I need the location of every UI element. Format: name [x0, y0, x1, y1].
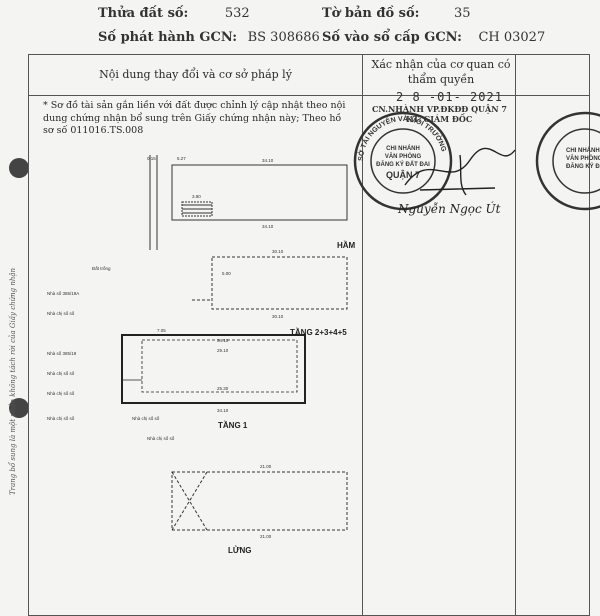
seal-line-4: QUẬN 7 [386, 169, 420, 180]
changes-column-header: Nội dung thay đổi và cơ sở pháp lý [99, 68, 292, 81]
side-note: Trang bổ sung là một phần không tách rời… [9, 267, 17, 495]
svg-text:34.10: 34.10 [217, 408, 229, 413]
registry-number-label: Số vào sổ cấp GCN: [322, 30, 462, 45]
svg-text:25.30: 25.30 [217, 386, 229, 391]
map-sheet-value: 35 [453, 6, 471, 21]
partial-seal-line-2: VĂN PHÒNG [566, 154, 600, 162]
svg-text:Nhà số 385/19A: Nhà số 385/19A [47, 291, 79, 296]
map-sheet-field: Tờ bản đồ số: 35 [322, 6, 471, 21]
svg-text:Nhà chị số số: Nhà chị số số [147, 436, 175, 441]
upper-floors-plan [192, 256, 348, 310]
basement-plan [149, 155, 348, 250]
svg-text:3.80: 3.80 [192, 194, 201, 199]
partial-seal-right: CHI NHÁNH VĂN PHÒNG ĐĂNG KÝ ĐẤT ĐAI [535, 111, 600, 211]
svg-text:Nhà chị số số: Nhà chị số số [47, 416, 75, 421]
signature-scribble [404, 147, 516, 196]
issue-number-label: Số phát hành GCN: [98, 30, 238, 45]
svg-text:34.10: 34.10 [262, 224, 274, 229]
svg-text:Nhà chị số số: Nhà chị số số [47, 371, 75, 376]
svg-text:30.10: 30.10 [272, 249, 284, 254]
column-divider [362, 55, 363, 615]
parcel-number-value: 532 [224, 6, 250, 21]
registry-number-value: CH 03027 [478, 30, 546, 45]
right-column-divider [515, 55, 516, 615]
floor-plan-drawing: 0.15 5.27 34.10 34.10 3.80 HẦM 30.10 30.… [47, 155, 356, 555]
label-lung: LỬNG [228, 546, 252, 555]
svg-text:21.00: 21.00 [260, 534, 272, 539]
certification-date: 2 8 -01- 2021 [396, 90, 503, 104]
office-seal: SỞ TÀI NGUYÊN VÀ MÔI TRƯỜNG CHI NHÁNH VĂ… [353, 111, 453, 211]
ground-floor-plan [121, 334, 306, 404]
seal-line-2: VĂN PHÒNG [385, 152, 422, 160]
svg-text:5.27: 5.27 [177, 156, 186, 161]
svg-text:30.10: 30.10 [272, 314, 284, 319]
map-sheet-label: Tờ bản đồ số: [322, 6, 420, 21]
label-ham: HẦM [337, 240, 356, 250]
punch-hole-top [9, 158, 29, 178]
svg-text:7.05: 7.05 [157, 328, 166, 333]
seal-line-3: ĐĂNG KÝ ĐẤT ĐAI [376, 161, 430, 168]
issue-number-value: BS 308686 [247, 30, 320, 45]
issue-number-field: Số phát hành GCN: BS 308686 [98, 30, 320, 45]
seal-line-1: CHI NHÁNH [386, 145, 420, 152]
certification-column-header: Xác nhận của cơ quan có thẩm quyền [371, 58, 511, 86]
svg-text:0.15: 0.15 [147, 156, 156, 161]
svg-text:Nhà chị số số: Nhà chị số số [47, 311, 75, 316]
parcel-number-label: Thửa đất số: [98, 6, 189, 21]
punch-hole-bottom [9, 398, 29, 418]
svg-text:34.10: 34.10 [217, 338, 229, 343]
mezzanine-plan [171, 471, 348, 531]
partial-seal-line-1: CHI NHÁNH [566, 147, 600, 154]
svg-text:34.10: 34.10 [262, 158, 274, 163]
svg-text:Nhà chị số số: Nhà chị số số [132, 416, 160, 421]
svg-text:5.00: 5.00 [222, 271, 231, 276]
change-note: * Sơ đồ tài sản gắn liền với đất được ch… [43, 100, 346, 136]
svg-text:Nhà số 385/19: Nhà số 385/19 [47, 351, 77, 356]
header-divider [29, 95, 589, 96]
label-tang-2345: TẦNG 2+3+4+5 [290, 327, 347, 337]
svg-text:21.00: 21.00 [260, 464, 272, 469]
signer-title: KT. GIÁM ĐỐC [406, 114, 473, 124]
parcel-number-field: Thửa đất số: 532 [98, 6, 250, 21]
svg-text:29.10: 29.10 [217, 348, 229, 353]
partial-seal-line-3: ĐĂNG KÝ ĐẤT ĐAI [566, 163, 600, 170]
office-name: CN.NHÀNH VP.ĐKĐĐ QUẬN 7 [372, 104, 507, 114]
svg-text:Nhà chị số số: Nhà chị số số [47, 391, 75, 396]
signer-name: Nguyễn Ngọc Út [398, 202, 501, 216]
svg-text:Đất trống: Đất trống [92, 266, 111, 271]
registry-number-field: Số vào sổ cấp GCN: CH 03027 [322, 30, 545, 45]
label-tang-1: TẦNG 1 [218, 420, 248, 430]
